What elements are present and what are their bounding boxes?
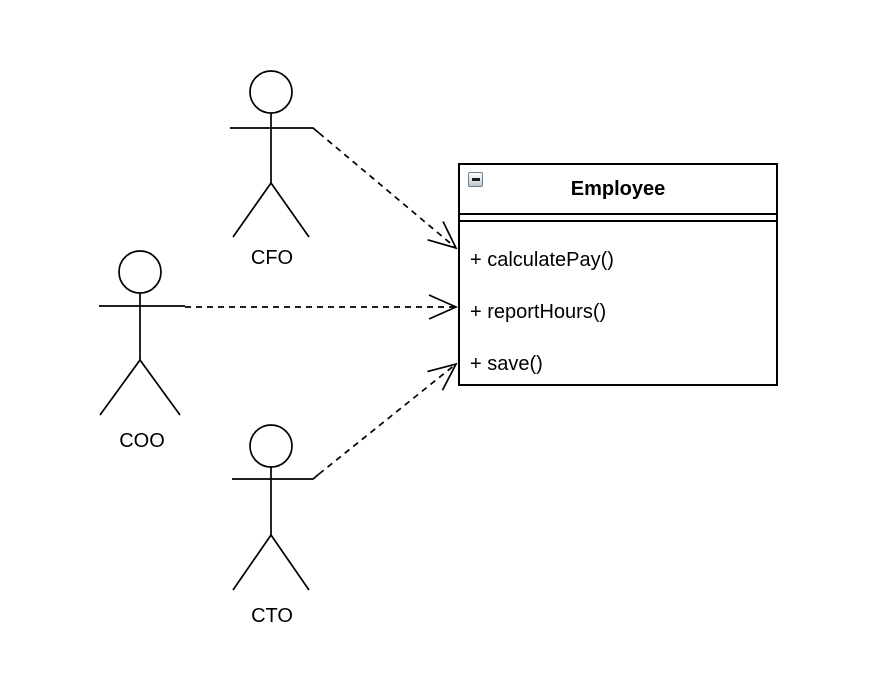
- dashed-connector-line: [318, 132, 458, 250]
- actor-label-cto[interactable]: CTO: [251, 605, 293, 627]
- method-report-hours[interactable]: + reportHours(): [470, 300, 607, 323]
- class-title: Employee: [570, 177, 666, 200]
- actor-cfo-legs: [232, 181, 310, 238]
- actor-cto-arms: [232, 473, 320, 480]
- actor-cfo-head: [249, 70, 293, 114]
- actor-cto-legs: [232, 533, 310, 591]
- actor-coo-head: [118, 250, 162, 294]
- actor-cto-head: [249, 424, 293, 468]
- methods-compartment: + calculatePay() + reportHours() + save(…: [460, 222, 776, 390]
- actor-cto-figure[interactable]: [232, 424, 320, 591]
- actor-label-cfo[interactable]: CFO: [250, 247, 294, 269]
- actor-cfo-figure[interactable]: [230, 70, 320, 238]
- class-header: Employee: [460, 165, 776, 215]
- dashed-connector-line: [318, 362, 458, 475]
- actor-coo-legs: [99, 358, 181, 416]
- collapse-button[interactable]: [468, 172, 483, 187]
- actor-cfo-arms: [230, 127, 320, 134]
- actor-label-coo[interactable]: COO: [119, 430, 165, 452]
- actor-coo-figure[interactable]: [99, 250, 185, 416]
- class-box-employee[interactable]: Employee + calculatePay() + reportHours(…: [458, 163, 778, 386]
- method-calculate-pay[interactable]: + calculatePay(): [470, 248, 614, 271]
- method-save[interactable]: + save(): [470, 352, 543, 375]
- attributes-compartment: [460, 215, 776, 222]
- dependency-arrow-cfo-employee[interactable]: [318, 132, 458, 250]
- minus-icon: [471, 178, 480, 181]
- dependency-arrow-cto-employee[interactable]: [318, 362, 458, 475]
